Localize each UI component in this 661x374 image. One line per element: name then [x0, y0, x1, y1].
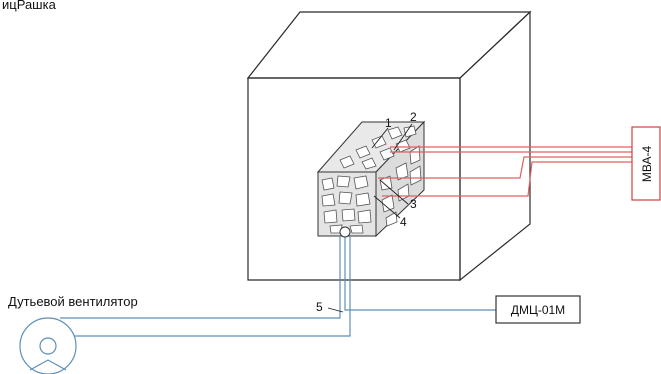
flow-meter-label: ДМЦ-01М	[511, 303, 565, 317]
chamber-cube	[246, 10, 532, 282]
chamber-top-face	[246, 11, 532, 79]
marker-5: 5	[316, 300, 323, 314]
leader-1	[371, 127, 389, 149]
gas-line-4	[382, 161, 632, 197]
air-line-outer-top	[60, 236, 341, 319]
flow-meter-box	[495, 295, 581, 324]
marker-1: 1	[385, 116, 392, 130]
gas-sampling-lines	[378, 146, 632, 197]
fan-hub	[39, 337, 57, 355]
fan-stand	[29, 359, 67, 371]
chamber-side-face	[459, 10, 531, 282]
leader-5	[327, 307, 344, 313]
fan	[19, 317, 77, 374]
marker-leaders	[327, 123, 413, 313]
air-supply-lines	[60, 236, 500, 337]
air-line-inner	[344, 236, 500, 311]
fan-label: Дутьевой вентилятор	[8, 294, 138, 309]
header-fragment-text: ицРашка	[2, 0, 57, 12]
air-inlet-ring	[339, 226, 351, 238]
gas-line-3	[378, 156, 632, 179]
leader-3	[379, 179, 409, 205]
analyzer-box	[631, 126, 661, 201]
air-line-outer-bottom	[60, 236, 351, 337]
rock-sample-block	[316, 120, 426, 238]
analyzer-label: МВА-4	[640, 146, 654, 183]
marker-4: 4	[400, 215, 407, 229]
leader-2	[393, 123, 413, 151]
marker-2: 2	[410, 110, 417, 124]
leader-4	[373, 195, 401, 219]
rock-fragments	[321, 125, 422, 234]
marker-3: 3	[410, 197, 417, 211]
